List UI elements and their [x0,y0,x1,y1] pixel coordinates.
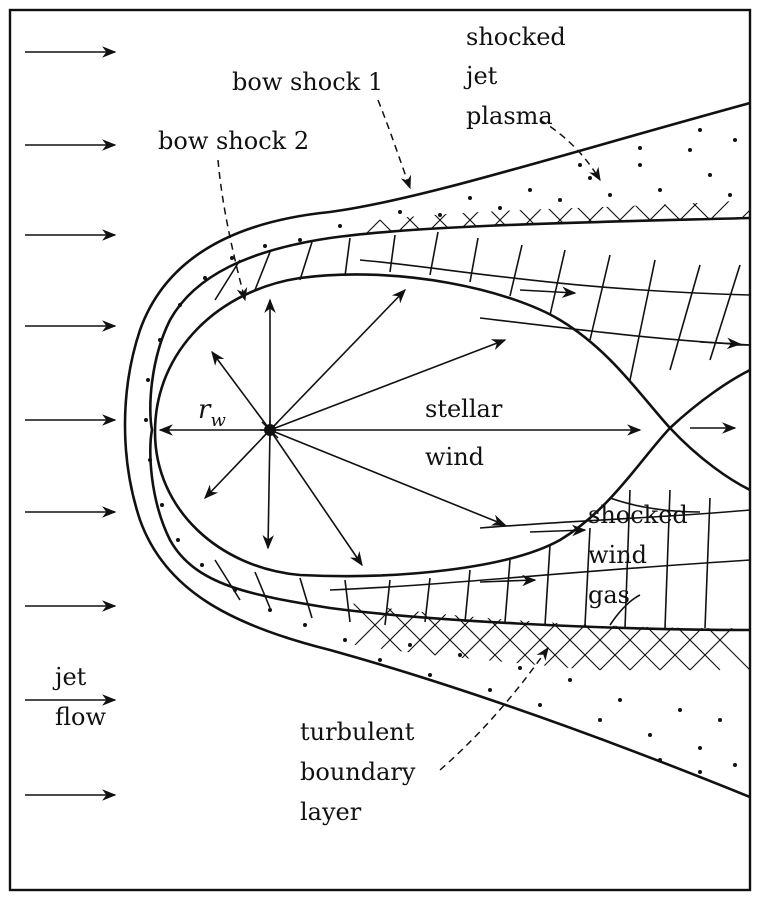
label-jet-flow-2: flow [55,703,106,731]
label-turbulent-boundary-layer-3: layer [300,798,362,826]
bow-shock-1-curve [123,101,750,799]
shocked-jet-plasma-dots [144,128,737,774]
shocked-wind-gas-pointer-1 [609,497,701,513]
label-bow-shock-1: bow shock 1 [232,68,383,96]
label-rw-subscript: w [210,410,226,431]
wind-arrow [211,350,271,431]
turbulent-boundary-layer-pointer [439,646,549,771]
label-turbulent-boundary-layer-2: boundary [300,758,416,786]
label-shocked-jet-plasma-3: plasma [466,102,553,130]
label-shocked-wind-gas-3: gas [588,581,630,609]
label-rw: rw [198,395,226,431]
shocked-wind-gas-ticks [214,231,741,629]
label-shocked-jet-plasma-1: shocked [466,23,566,51]
shocked-wind-streamline [329,559,750,591]
wind-tail-upper [669,368,750,429]
shocked-jet-plasma-pointer [539,119,601,182]
shocked-wind-flow-arrow [519,286,577,299]
figure-frame [8,8,752,892]
label-turbulent-boundary-layer-1: turbulent [300,718,415,746]
wind-arrow [262,429,274,550]
bow-shock-2-curve [149,216,750,632]
label-jet-flow-1: jet [52,663,87,691]
label-rw-symbol: r [198,395,212,425]
wind-arrow [269,288,406,431]
wind-tail-lower [669,427,750,492]
wind-arrow [269,339,507,431]
label-stellar-wind-2: wind [425,443,484,471]
label-shocked-wind-gas-2: wind [588,541,647,569]
stellar-wind-bubble [153,273,672,578]
label-shocked-wind-gas-1: shocked [588,501,688,529]
shocked-wind-flow-arrow [699,337,742,350]
label-shocked-jet-plasma-2: jet [463,62,498,90]
jet-flow-arrows [25,46,117,801]
star-icon [260,420,280,440]
wind-arrow [204,429,271,500]
label-bow-shock-2: bow shock 2 [158,127,309,155]
shocked-wind-gas-pointer-2 [609,594,641,626]
shocked-wind-streamline [479,509,750,529]
wind-arrow [269,429,363,567]
shocked-wind-flow-arrow [479,574,537,587]
shocked-wind-flow-arrow [529,524,587,537]
bow-shock-1-pointer [377,99,411,190]
bow-shock-2-pointer [217,159,248,302]
turbulent-boundary-layer-hatching [329,200,750,671]
shocked-wind-streamline [479,317,750,346]
wind-arrow [269,429,507,526]
stellar-wind-arrows [158,288,642,567]
shocked-wind-streamline [359,259,750,296]
label-stellar-wind-1: stellar [425,395,503,423]
